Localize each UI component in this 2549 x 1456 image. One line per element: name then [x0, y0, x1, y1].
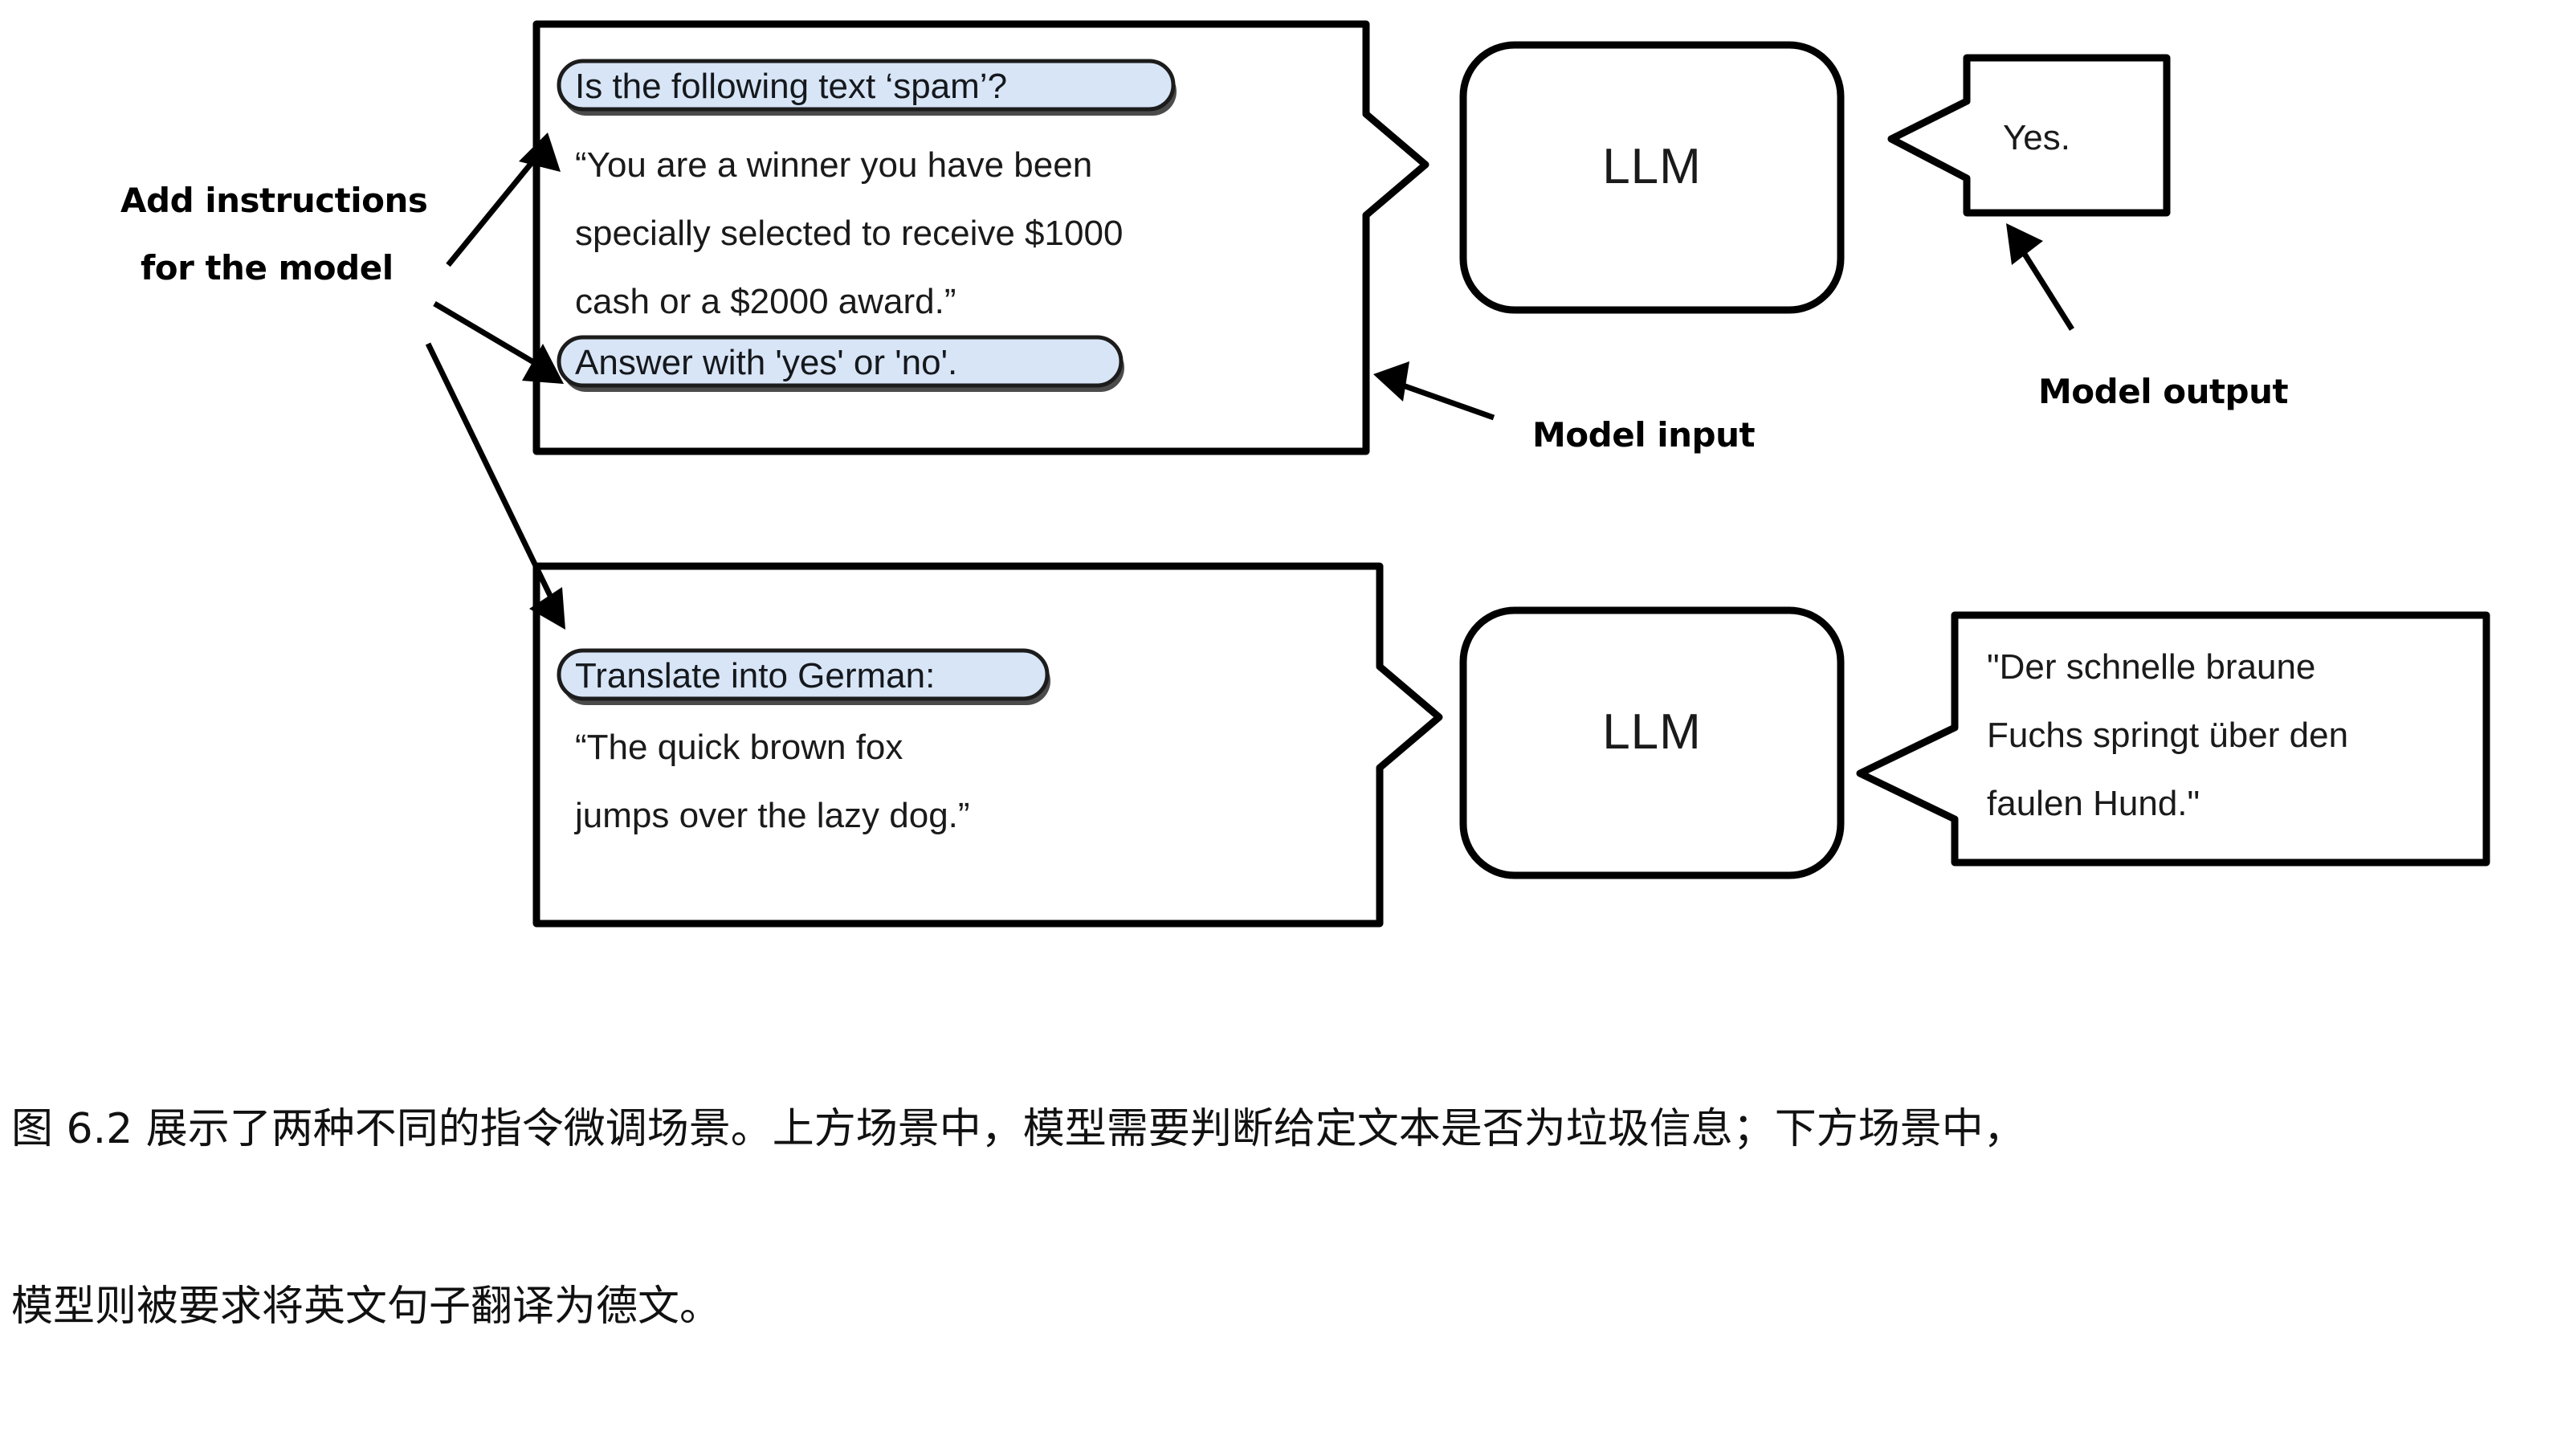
- figure-caption-line-2: 模型则被要求将英文句子翻译为德文。: [11, 1283, 722, 1332]
- spam-body-line-2: specially selected to receive $1000: [575, 214, 1123, 253]
- add-instructions-label-line-2: for the model: [141, 248, 394, 288]
- figure-caption: 图 6.2 展示了两种不同的指令微调场景。上方场景中，模型需要判断给定文本是否为…: [11, 981, 2541, 1456]
- spam-body-line-3: cash or a $2000 award.”: [575, 282, 956, 321]
- arrow-instructions-to-spam-bottom-pill: [433, 300, 564, 384]
- llm-box-translate: [1459, 606, 1845, 879]
- llm-box-translate-label: LLM: [1602, 704, 1702, 760]
- llm-box-spam: [1459, 41, 1845, 314]
- model-output-bubble-yes: [1887, 54, 2171, 217]
- arrow-instructions-to-spam-top-pill: [446, 133, 561, 267]
- model-output-german-line-1: "Der schnelle braune: [1987, 647, 2315, 687]
- instruction-finetuning-diagram: Is the following text ‘spam’? “You are a…: [120, 20, 2490, 928]
- instruction-pill-spam-bottom: [557, 335, 1124, 388]
- model-input-label: Model input: [1532, 415, 1755, 455]
- instruction-pill-translate-label: Translate into German:: [575, 656, 935, 695]
- model-output-yes-line-1: Yes.: [2003, 118, 2070, 157]
- spam-body-line-1: “You are a winner you have been: [575, 145, 1092, 185]
- instruction-pill-spam-top-label: Is the following text ‘spam’?: [575, 67, 1007, 106]
- arrow-model-input: [1373, 361, 1495, 421]
- translate-body-line-2: jumps over the lazy dog.”: [573, 796, 970, 835]
- instruction-pill-translate: [557, 648, 1050, 701]
- model-output-german-line-3: faulen Hund.": [1987, 784, 2200, 823]
- arrow-model-output: [2006, 223, 2074, 331]
- add-instructions-label-line-1: Add instructions: [120, 181, 427, 220]
- llm-box-spam-label: LLM: [1602, 139, 1702, 194]
- model-output-bubble-german: [1856, 611, 2490, 867]
- arrow-instructions-to-translate-pill: [425, 342, 565, 630]
- model-output-label: Model output: [2038, 372, 2289, 411]
- model-output-german-line-2: Fuchs springt über den: [1987, 716, 2348, 755]
- instruction-pill-spam-top: [557, 59, 1176, 112]
- instruction-pill-spam-bottom-label: Answer with 'yes' or 'no'.: [575, 343, 957, 382]
- figure-root: Is the following text ‘spam’? “You are a…: [11, 20, 2490, 1331]
- translate-body-line-1: “The quick brown fox: [575, 728, 903, 767]
- figure-caption-line-1: 图 6.2 展示了两种不同的指令微调场景。上方场景中，模型需要判断给定文本是否为…: [11, 1104, 2025, 1153]
